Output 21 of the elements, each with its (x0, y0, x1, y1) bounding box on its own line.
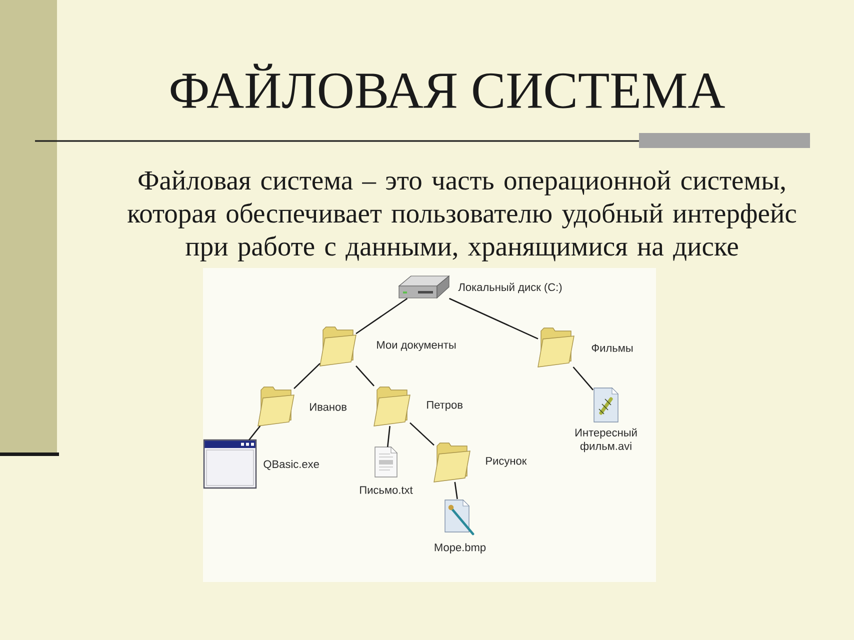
folder-name: Рисунок (486, 457, 527, 467)
folder-name: Петров (427, 401, 462, 411)
folder-name: Мои документы (377, 341, 456, 351)
connector-line (248, 426, 261, 440)
connector-line (294, 362, 320, 390)
folder-name: Иванов (310, 403, 346, 411)
file-name: Интересный фильм.avi (575, 428, 637, 452)
file-name: Море.bmp (434, 543, 486, 554)
file-name: QBasic.exe (264, 460, 319, 470)
connector-line (356, 298, 408, 334)
connector-line (356, 366, 374, 386)
folder-name: Фильмы (592, 344, 633, 352)
definition-text: Файловая система – это часть операционной системы, которая обеспечивает пользователю удобный интерфейс при работе с данными, хранящимися на диске (128, 170, 796, 262)
slide-title: ФАЙЛОВАЯ СИСТЕМА (170, 64, 725, 108)
connector-line (454, 482, 458, 500)
connector-line (572, 366, 594, 390)
connector-line (386, 426, 391, 448)
drive-name: Локальный диск (C:) (458, 282, 562, 294)
file-name: Письмо.txt (360, 486, 413, 494)
connector-line (410, 422, 434, 446)
connector-line (449, 298, 538, 340)
